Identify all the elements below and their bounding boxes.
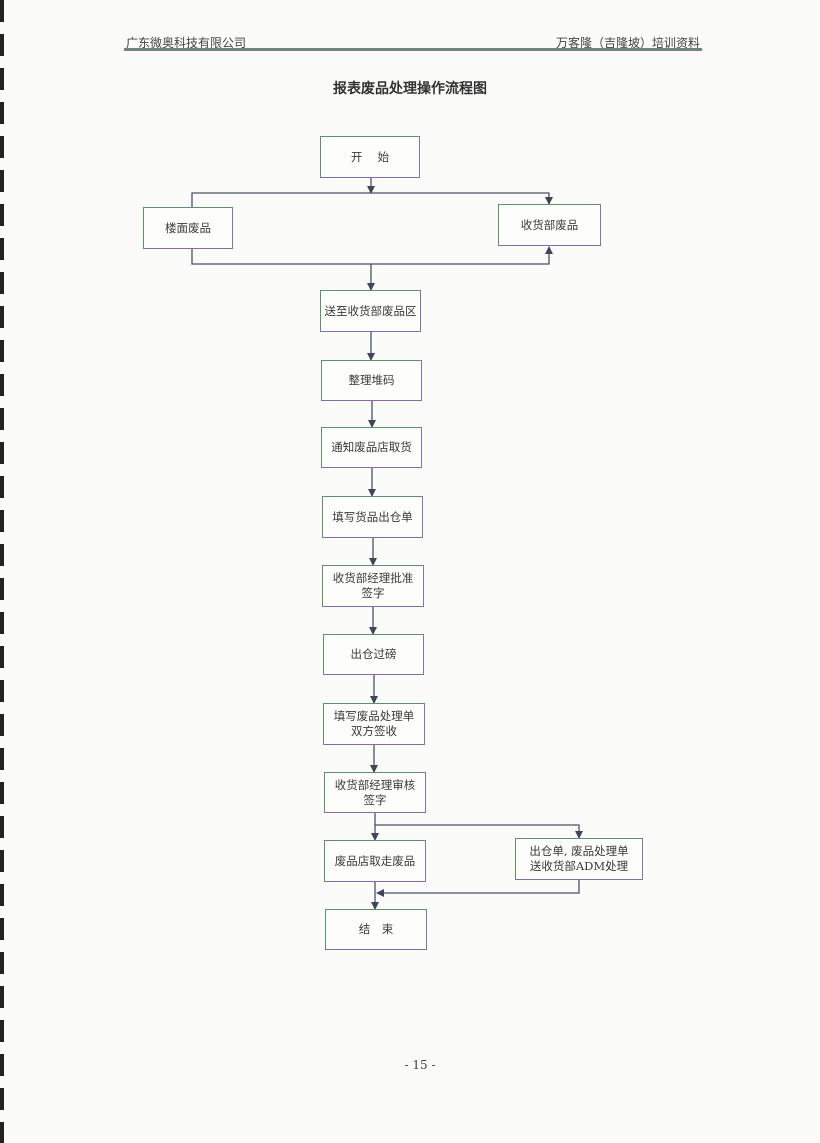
node-floor-waste: 楼面废品 bbox=[143, 207, 233, 249]
page-number: - 15 - bbox=[404, 1058, 436, 1072]
node-fill-waste-form: 填写废品处理单 双方签收 bbox=[323, 703, 425, 745]
node-start: 开 始 bbox=[320, 136, 420, 178]
binding-marks bbox=[0, 0, 4, 1143]
connector bbox=[191, 192, 553, 207]
node-sort-stack: 整理堆码 bbox=[321, 360, 422, 401]
node-docs-to-adm: 出仓单, 废品处理单 送收货部ADM处理 bbox=[515, 838, 643, 880]
header-rule bbox=[124, 48, 702, 51]
node-fill-outbound: 填写货品出仓单 bbox=[322, 496, 423, 538]
connector bbox=[376, 880, 580, 897]
node-end: 结 束 bbox=[325, 909, 427, 950]
node-shop-pickup: 废品店取走废品 bbox=[324, 840, 426, 882]
header-company: 广东微奥科技有限公司 bbox=[126, 36, 247, 50]
connector bbox=[375, 824, 583, 839]
header-doc-title: 万客隆（吉隆坡）培训资料 bbox=[555, 36, 700, 50]
node-notify-shop: 通知废品店取货 bbox=[321, 427, 422, 468]
page-title: 报表废品处理操作流程图 bbox=[333, 81, 487, 97]
node-manager-review: 收货部经理审核 签字 bbox=[324, 772, 426, 813]
node-manager-approve: 收货部经理批准 签字 bbox=[322, 565, 424, 607]
node-weigh: 出仓过磅 bbox=[323, 634, 424, 675]
connector bbox=[191, 246, 553, 265]
node-send-to-area: 送至收货部废品区 bbox=[320, 290, 421, 332]
node-receiving-waste: 收货部废品 bbox=[498, 204, 601, 246]
